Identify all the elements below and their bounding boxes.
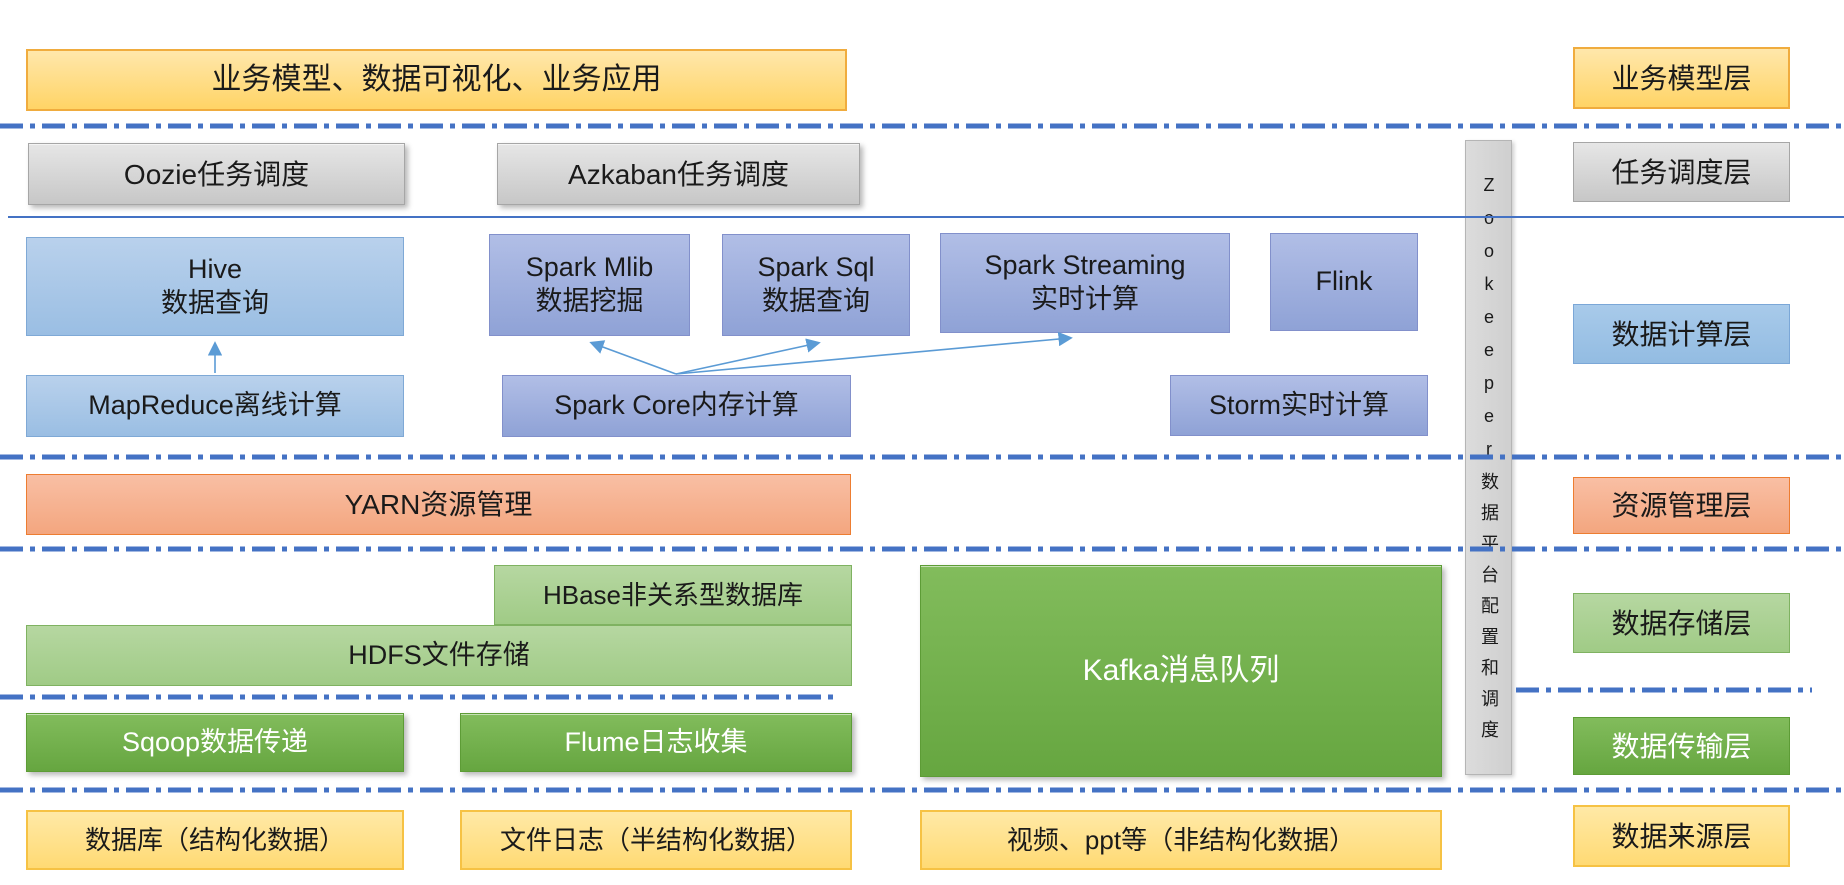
layer-label-business: 业务模型层 bbox=[1573, 47, 1790, 109]
flink-box: Flink bbox=[1270, 233, 1418, 331]
layer-label-scheduling: 任务调度层 bbox=[1573, 142, 1790, 202]
media-source-box: 视频、ppt等（非结构化数据） bbox=[920, 810, 1442, 870]
flume-box: Flume日志收集 bbox=[460, 713, 852, 772]
spark-core-box: Spark Core内存计算 bbox=[502, 375, 851, 437]
arrow-sparkcore-to-sql bbox=[675, 338, 821, 375]
arrow-sparkcore-to-mlib bbox=[589, 340, 677, 375]
layer-label-computing: 数据计算层 bbox=[1573, 304, 1790, 364]
oozie-box: Oozie任务调度 bbox=[28, 143, 405, 205]
arrow-sparkcore-to-streaming bbox=[675, 331, 1073, 375]
hdfs-box: HDFS文件存储 bbox=[26, 625, 852, 686]
mapreduce-box: MapReduce离线计算 bbox=[26, 375, 404, 437]
sqoop-box: Sqoop数据传递 bbox=[26, 713, 404, 772]
spark-sql-box: Spark Sql 数据查询 bbox=[722, 234, 910, 336]
db-source-box: 数据库（结构化数据） bbox=[26, 810, 404, 870]
storm-box: Storm实时计算 bbox=[1170, 375, 1428, 436]
business-app-box: 业务模型、数据可视化、业务应用 bbox=[26, 49, 847, 111]
spark-streaming-box: Spark Streaming 实时计算 bbox=[940, 233, 1230, 333]
kafka-box: Kafka消息队列 bbox=[920, 565, 1442, 777]
hive-box: Hive 数据查询 bbox=[26, 237, 404, 336]
file-source-box: 文件日志（半结构化数据） bbox=[460, 810, 852, 870]
layer-label-transmission: 数据传输层 bbox=[1573, 717, 1790, 775]
dependency-arrows bbox=[207, 331, 1073, 375]
zookeeper-bar: Zookeeper数据平台配置和调度 bbox=[1465, 140, 1512, 775]
layer-label-source: 数据来源层 bbox=[1573, 805, 1790, 867]
yarn-box: YARN资源管理 bbox=[26, 474, 851, 535]
layer-label-storage: 数据存储层 bbox=[1573, 593, 1790, 653]
layer-label-resource: 资源管理层 bbox=[1573, 477, 1790, 534]
business-app-label: 业务模型、数据可视化、业务应用 bbox=[211, 63, 662, 97]
spark-mlib-box: Spark Mlib 数据挖掘 bbox=[489, 234, 690, 336]
hbase-box: HBase非关系型数据库 bbox=[494, 565, 852, 625]
azkaban-box: Azkaban任务调度 bbox=[497, 143, 860, 205]
